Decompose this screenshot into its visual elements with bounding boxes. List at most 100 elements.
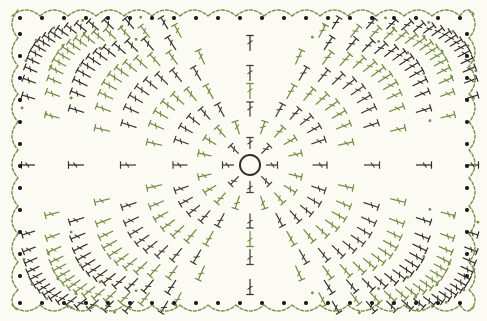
edge-chain-dot [18, 186, 22, 190]
edge-chain-dot [18, 230, 22, 234]
edge-chain-dot [62, 16, 66, 20]
edge-chain-dot [84, 301, 88, 305]
edge-chain-dot [150, 16, 154, 20]
edge-chain-dot [18, 16, 22, 20]
chain-dot [47, 252, 50, 255]
edge-chain-dot [414, 16, 418, 20]
edge-chain-dot [348, 301, 352, 305]
edge-chain-dot [18, 208, 22, 212]
dc-cross [202, 216, 207, 217]
chain-dot [99, 281, 102, 284]
edge-chain-dot [18, 32, 22, 36]
chain-dot [422, 255, 425, 258]
edge-chain-dot [458, 301, 462, 305]
edge-chain-dot [216, 301, 220, 305]
edge-chain-dot [150, 301, 154, 305]
chain-dot [407, 276, 410, 279]
chain-dot [45, 113, 48, 116]
chain-dot [46, 297, 49, 300]
edge-chain-dot [62, 301, 66, 305]
edge-chain-dot [172, 301, 176, 305]
chain-dot [99, 47, 102, 50]
chain-dot [61, 44, 64, 47]
chain-dot [445, 301, 448, 304]
dc-cross [381, 279, 382, 284]
edge-chain-dot [414, 301, 418, 305]
edge-chain-dot [304, 301, 308, 305]
edge-chain-dot [260, 16, 264, 20]
edge-chain-dot [84, 16, 88, 20]
dc-cross [277, 109, 282, 110]
edge-chain-dot [465, 32, 469, 36]
chain-dot [57, 277, 60, 280]
dc-cross [441, 265, 442, 270]
edge-chain-dot [18, 98, 22, 102]
edge-chain-dot [436, 301, 440, 305]
chain-dot [79, 263, 82, 266]
edge-chain-dot [348, 16, 352, 20]
edge-chain-dot [436, 16, 440, 20]
dc-cross [417, 254, 418, 259]
edge-chain-dot [465, 164, 469, 168]
edge-chain-dot [18, 120, 22, 124]
dc-cross [93, 22, 94, 27]
chain-dot [441, 50, 444, 53]
edge-chain-dot [465, 252, 469, 256]
edge-chain-dot [392, 16, 396, 20]
edge-chain-dot [465, 274, 469, 278]
chain-dot [35, 39, 38, 42]
dc-cross [349, 44, 354, 45]
edge-chain-dot [18, 274, 22, 278]
dc-cross [188, 236, 193, 237]
dc-cross [306, 94, 311, 95]
edge-chain-dot [18, 54, 22, 58]
dc-cross [98, 33, 99, 38]
dc-cross [35, 51, 36, 56]
edge-chain-dot [40, 301, 44, 305]
edge-chain-dot [465, 186, 469, 190]
dc-cross [83, 71, 84, 76]
chain-dot [358, 311, 361, 314]
dc-cross [218, 220, 223, 221]
chain-dot [453, 215, 456, 218]
dc-cross [368, 23, 373, 24]
chain-dot [392, 27, 395, 30]
edge-chain-dot [465, 120, 469, 124]
dc-cross [218, 198, 223, 199]
chain-dot [139, 16, 142, 19]
dc-cross [119, 45, 120, 50]
dc-cross [464, 274, 465, 279]
edge-chain-dot [326, 16, 330, 20]
dc-cross [401, 292, 402, 297]
chain-dot [377, 287, 380, 290]
edge-chain-dot [18, 142, 22, 146]
edge-chain-dot [465, 54, 469, 58]
chain-dot [377, 40, 380, 43]
chain-dot [377, 302, 380, 305]
chain-dot [52, 26, 55, 29]
edge-chain-dot [260, 301, 264, 305]
edge-chain-dot [216, 16, 220, 20]
chain-dot [70, 231, 73, 234]
edge-chain-dot [304, 16, 308, 20]
edge-chain-dot [128, 301, 132, 305]
chain-dot [113, 311, 116, 314]
chain-dot [407, 51, 410, 54]
chain-dot [323, 24, 326, 27]
chain-dot [414, 295, 417, 298]
chain-dot [120, 25, 123, 28]
edge-chain-dot [238, 16, 242, 20]
chain-dot [311, 36, 314, 39]
dc-cross [59, 60, 60, 65]
chain-dot [452, 30, 455, 33]
edge-chain-dot [370, 16, 374, 20]
edge-chain-dot [458, 16, 462, 20]
chain-dot [422, 72, 425, 75]
edge-chain-dot [282, 16, 286, 20]
chain-dot [427, 21, 430, 24]
chain-dot [462, 288, 465, 291]
chain-dot [23, 258, 26, 261]
edge-chain-dot [106, 301, 110, 305]
